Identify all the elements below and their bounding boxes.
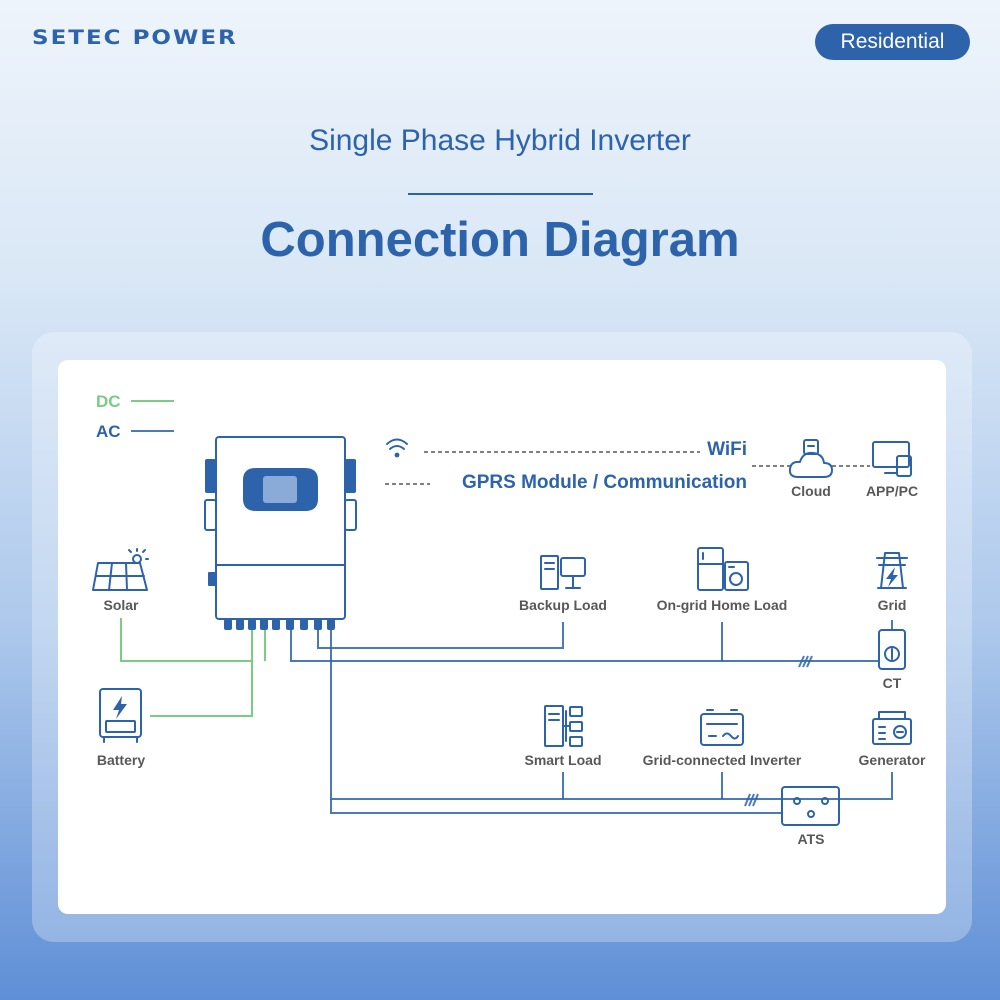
grid-ac-line xyxy=(290,630,879,662)
backup-load-label: Backup Load xyxy=(519,597,607,613)
cloud-icon xyxy=(788,439,833,478)
wifi-label: WiFi xyxy=(707,439,747,460)
battery-dc-line xyxy=(150,661,253,717)
ats-icon xyxy=(781,786,840,826)
cloud-label: Cloud xyxy=(791,483,831,499)
home-load-icon xyxy=(697,547,749,591)
generator-icon xyxy=(872,711,912,745)
page-title: Connection Diagram xyxy=(260,213,740,267)
solar-label: Solar xyxy=(103,597,139,613)
hybrid-inverter xyxy=(204,436,357,630)
page-subtitle: Single Phase Hybrid Inverter xyxy=(309,124,691,157)
grid-inverter-icon xyxy=(700,709,744,746)
smart-load-icon xyxy=(544,705,583,747)
ats-line-marker xyxy=(744,793,759,807)
ongrid-load-label: On-grid Home Load xyxy=(657,597,788,613)
brand-logo: SETEC POWER xyxy=(32,27,238,50)
grid-tower-icon xyxy=(876,552,908,589)
residential-badge: Residential xyxy=(815,24,970,60)
battery-label: Battery xyxy=(97,752,145,768)
app-pc-label: APP/PC xyxy=(866,483,918,499)
grid-line-marker xyxy=(798,655,813,668)
legend-ac-label: AC xyxy=(96,422,121,441)
backup-load-line xyxy=(317,622,564,649)
ats-label: ATS xyxy=(798,831,825,847)
battery-icon xyxy=(99,688,142,743)
solar-dc-line xyxy=(120,618,253,662)
gprs-label: GPRS Module / Communication xyxy=(462,472,747,493)
wifi-icon xyxy=(386,438,408,458)
generator-label: Generator xyxy=(859,752,926,768)
ct-label: CT xyxy=(883,675,902,691)
app-pc-icon xyxy=(872,441,912,477)
backup-load-icon xyxy=(540,555,586,590)
ct-icon xyxy=(878,629,906,670)
solar-panel-icon xyxy=(92,548,149,591)
grid-inverter-label: Grid-connected Inverter xyxy=(643,752,802,768)
legend-dc-label: DC xyxy=(96,392,121,411)
title-divider xyxy=(408,193,593,195)
smart-load-bus-line xyxy=(330,630,893,800)
grid-label: Grid xyxy=(878,597,907,613)
smart-load-label: Smart Load xyxy=(524,752,601,768)
ats-line xyxy=(330,799,782,814)
